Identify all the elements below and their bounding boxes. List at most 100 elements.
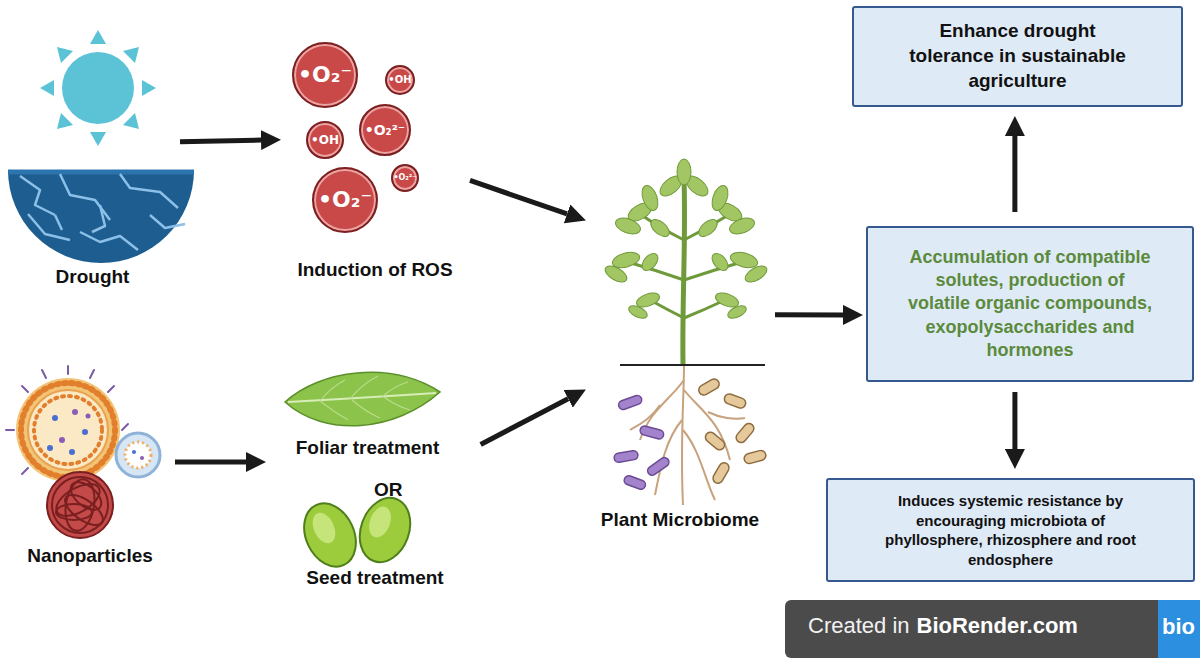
leaf-icon (285, 372, 440, 425)
small-liposome-icon (132, 450, 136, 454)
process-box: Induces systemic resistance by encouragi… (826, 478, 1195, 582)
process-box: Enhance drought tolerance in sustainable… (852, 6, 1183, 107)
plant-icon (639, 250, 661, 273)
ros-bubble: •OH (306, 121, 344, 159)
watermark-badge (785, 600, 1200, 658)
caption-text: Plant Microbiome (555, 509, 805, 531)
polymer-nanoparticle-icon (51, 478, 105, 523)
leaf-icon (285, 372, 440, 425)
sun-icon (123, 113, 139, 129)
liposome-icon (67, 366, 69, 374)
liposome-icon (82, 429, 88, 435)
process-box: Accumulation of compatible solutes, prod… (866, 226, 1194, 382)
illustration-group: Plant Microbiome (585, 165, 775, 535)
plant-icon (696, 216, 721, 239)
sun-icon (90, 30, 106, 44)
plant-icon (639, 183, 661, 212)
plant-icon (603, 159, 770, 505)
illustration-group: Drought (5, 30, 180, 290)
arrow-connector (1012, 392, 1017, 449)
liposome-icon (22, 386, 28, 392)
cracked-soil (8, 170, 194, 263)
seed-icon (308, 509, 340, 546)
plant-icon (603, 263, 630, 285)
plant-icon (630, 365, 745, 505)
ros-bubble: •O₂²⁻ (391, 164, 419, 192)
cracked-soil (20, 176, 55, 215)
cracked-soil (55, 215, 62, 230)
watermark-row: Created inBioRender.com (808, 613, 1078, 639)
microbe-icon (646, 456, 671, 477)
microbe-icon (697, 377, 767, 485)
bubble-text: •O₂⁻ (298, 64, 352, 86)
leaf-icon (350, 376, 378, 399)
plant-icon (709, 250, 731, 273)
ros-bubble: •O₂⁻ (292, 42, 358, 108)
liposome-icon (42, 370, 46, 378)
microbe-icon (613, 377, 766, 490)
sun-icon (142, 80, 156, 96)
sun-icon (57, 113, 73, 129)
polymer-nanoparticle-icon (52, 477, 108, 533)
plant-icon (726, 303, 748, 321)
microbe-icon (697, 377, 721, 397)
microbe-icon (617, 394, 643, 411)
plant-icon (613, 215, 642, 237)
ros-bubble: •O₂⁻ (312, 167, 378, 233)
plant-icon (682, 365, 684, 505)
caption-text: Induction of ROS (250, 259, 500, 281)
bubble-text: •O₂⁻ (318, 189, 372, 211)
liposome-icon (90, 370, 94, 378)
watermark-badge (1158, 600, 1200, 658)
polymer-nanoparticle-icon (47, 472, 113, 538)
leaf-icon (320, 401, 348, 420)
separator-text: OR (374, 479, 403, 501)
cracked-soil (28, 214, 70, 240)
illustration-group: Induction of ROS•O₂⁻•OH•OH•O₂²⁻•O₂²⁻•O₂⁻ (280, 30, 470, 285)
plant-icon (603, 159, 770, 321)
liposome-icon (86, 414, 91, 419)
caption-text: Nanoparticles (0, 545, 205, 567)
soil-line (620, 364, 765, 366)
bubble-text: •O₂²⁻ (365, 123, 406, 137)
plant-icon (727, 215, 756, 237)
illustration-group: Seed treatment (285, 500, 465, 590)
liposome-icon (47, 445, 53, 451)
arrow-connector (775, 312, 843, 317)
sun-icon (40, 80, 54, 96)
box-text: Accumulation of compatible solutes, prod… (906, 246, 1154, 363)
liposome-icon (69, 449, 75, 455)
liposome-icon (6, 429, 14, 431)
microbe-icon (734, 421, 756, 444)
box-text: Enhance drought tolerance in sustainable… (900, 19, 1135, 93)
seed-icon (365, 504, 395, 541)
liposome-icon (122, 424, 128, 430)
illustration-group: Foliar treatment (265, 365, 470, 465)
leaf-icon (320, 380, 345, 401)
polymer-nanoparticle-icon (66, 477, 106, 515)
liposome-icon (22, 468, 28, 474)
sun-icon (90, 132, 106, 146)
cracked-soil (120, 174, 178, 208)
sun-icon (62, 52, 134, 124)
plant-icon (648, 216, 673, 239)
liposome-icon (28, 390, 108, 470)
caption-text: Foliar treatment (235, 437, 500, 459)
leaf-icon (288, 393, 436, 402)
soil-line (620, 365, 765, 366)
plant-icon (743, 263, 770, 285)
microbe-icon (711, 461, 731, 485)
liposome-icon (6, 366, 128, 482)
plant-icon (684, 390, 730, 460)
cracked-soil (80, 232, 138, 250)
plant-icon (640, 380, 684, 440)
cracked-soil (92, 205, 105, 232)
liposome-icon (59, 437, 65, 443)
arrow-connector (1012, 136, 1017, 212)
illustration-group: Nanoparticles (5, 375, 175, 570)
polymer-nanoparticle-icon (47, 472, 113, 538)
leaf-icon (352, 400, 380, 418)
arrow-connector (481, 399, 569, 445)
plant-icon (683, 178, 685, 365)
microbe-icon (743, 449, 767, 464)
